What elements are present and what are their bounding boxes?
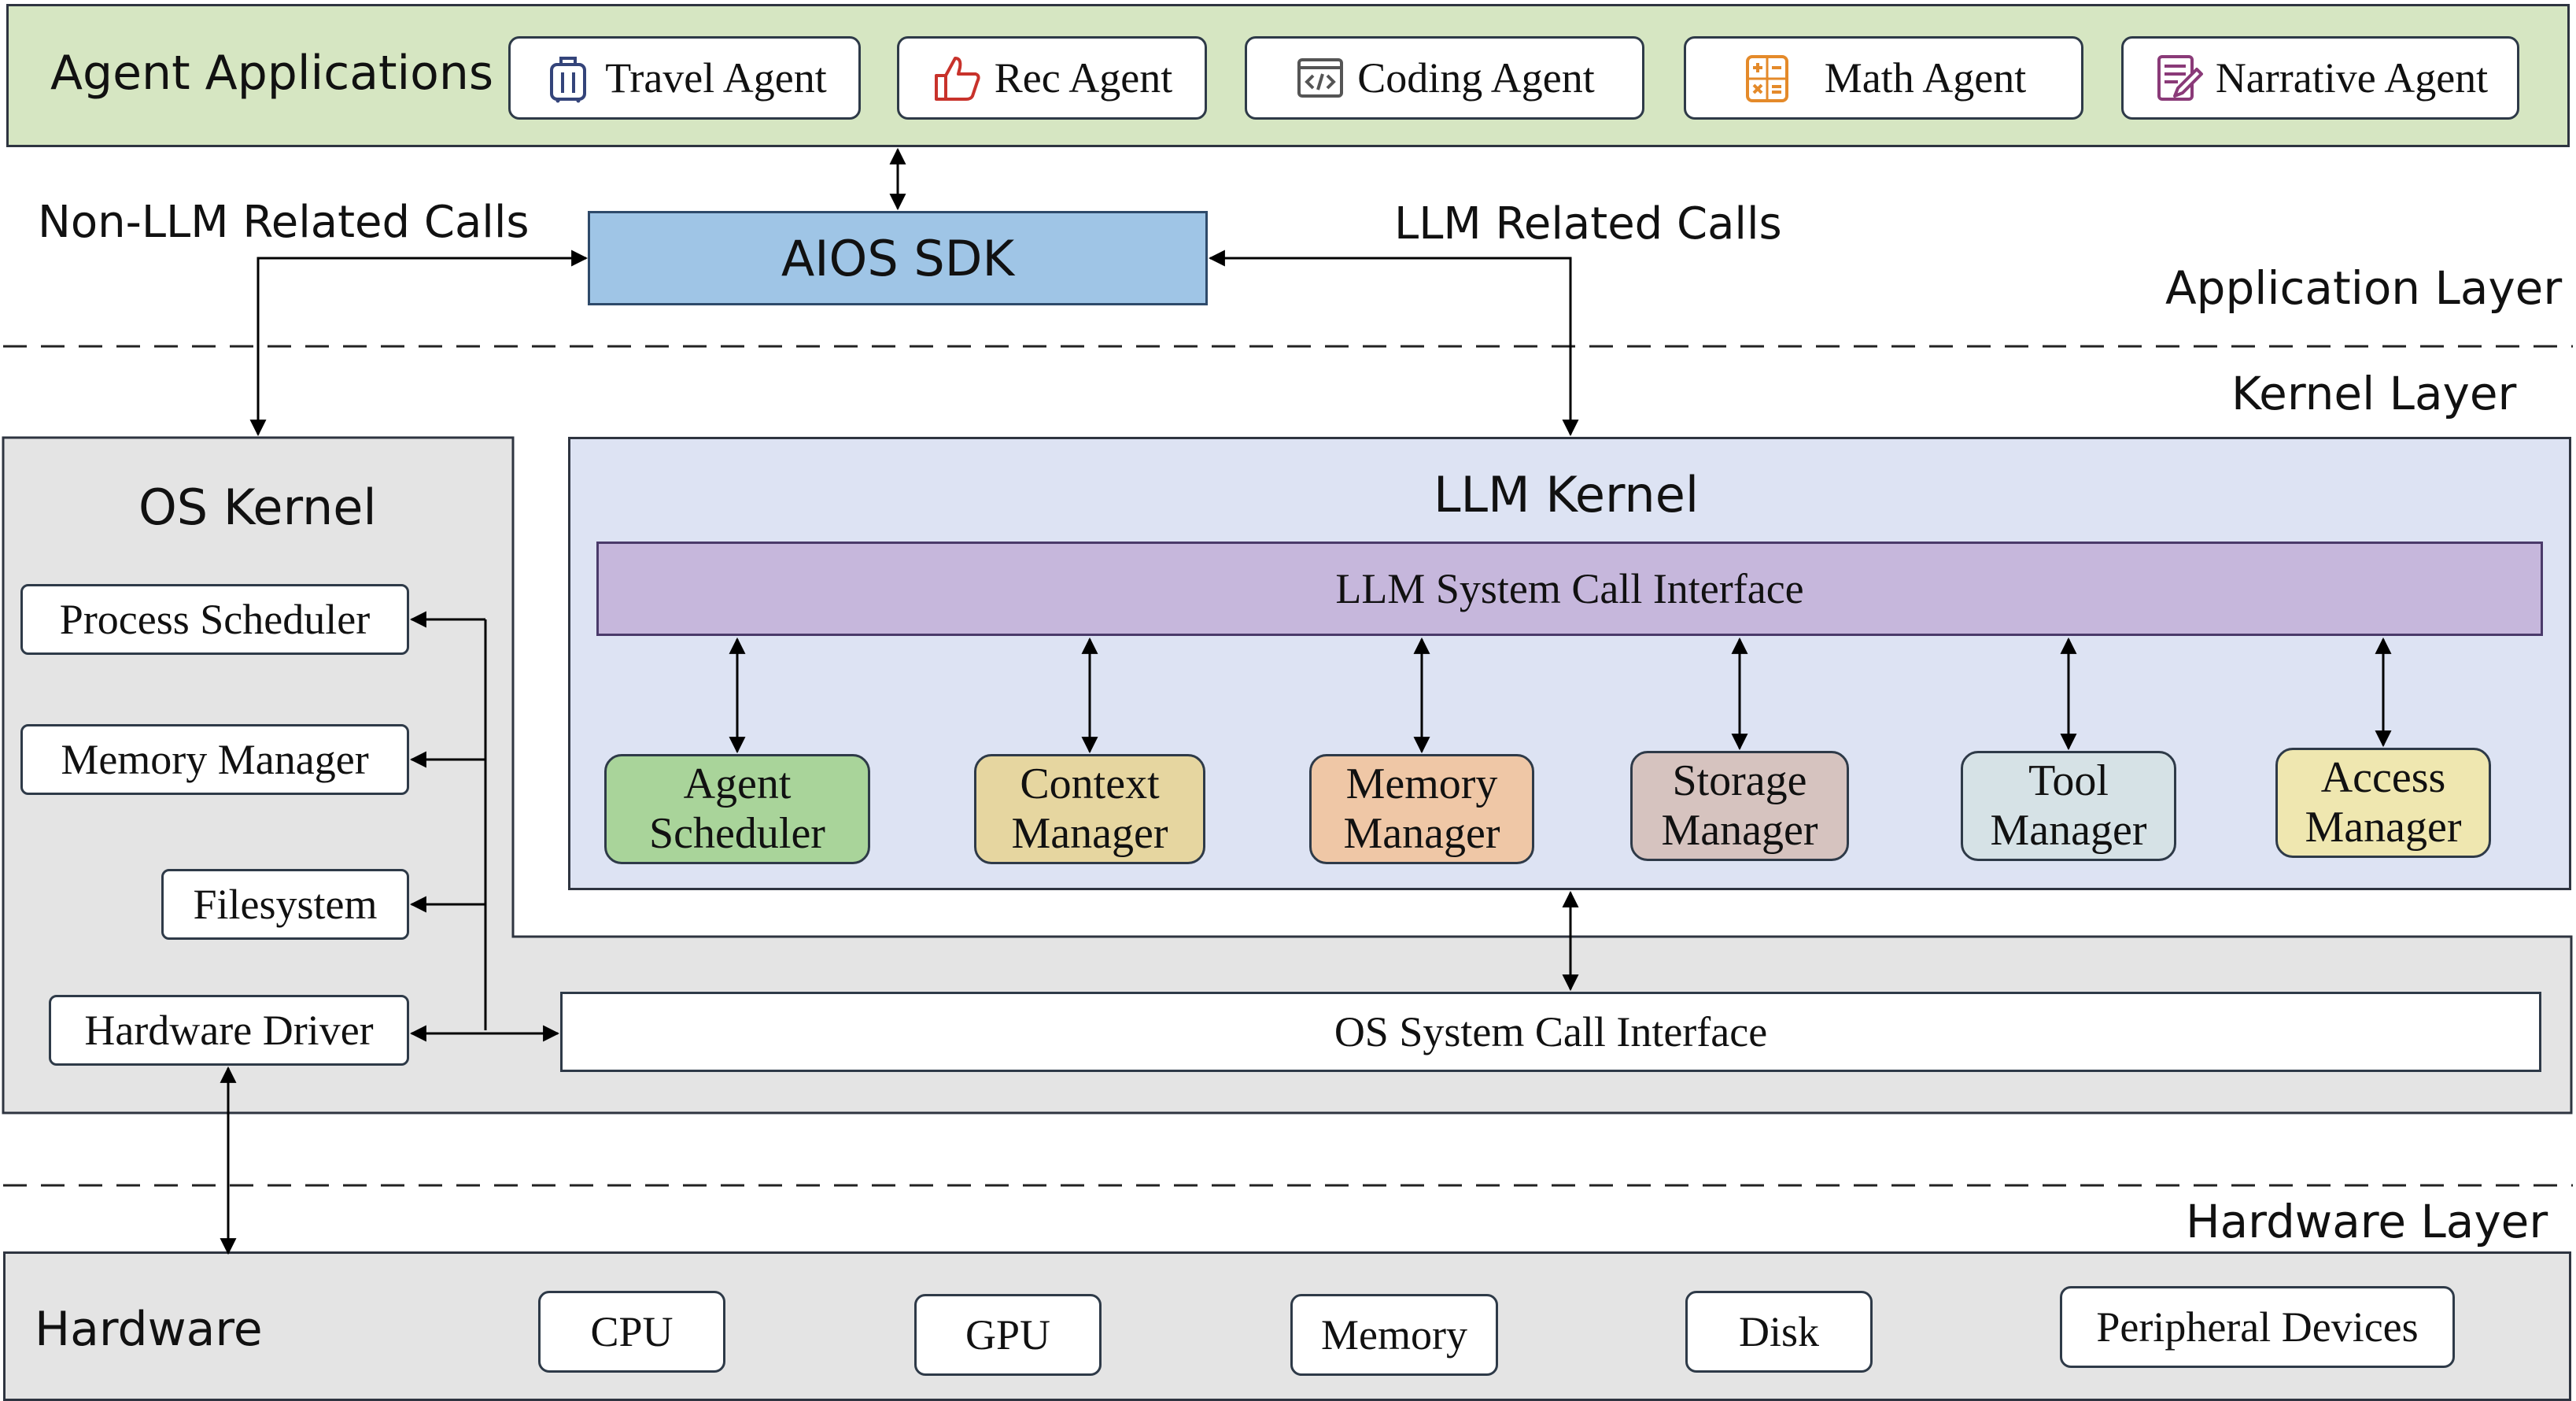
memory-manager-llm-module[interactable]: Memory Manager xyxy=(1309,754,1534,864)
filesystem-label: Filesystem xyxy=(193,881,378,928)
os-kernel-title: OS Kernel xyxy=(138,479,377,536)
rec-agent-label: Rec Agent xyxy=(994,54,1173,102)
aios-sdk-label: AIOS SDK xyxy=(781,229,1015,287)
os-system-call-interface[interactable]: OS System Call Interface xyxy=(560,992,2541,1072)
context-manager-module[interactable]: Context Manager xyxy=(974,754,1205,864)
non-llm-calls-label: Non-LLM Related Calls xyxy=(38,197,530,248)
access-manager-line1: Access xyxy=(2320,753,2446,803)
llm-system-call-interface[interactable]: LLM System Call Interface xyxy=(596,542,2543,636)
gpu-label: GPU xyxy=(965,1311,1051,1358)
llm-system-call-interface-label: LLM System Call Interface xyxy=(1335,565,1804,612)
agent-scheduler-text: Agent Scheduler xyxy=(649,760,825,858)
narrative-agent-button[interactable]: Narrative Agent xyxy=(2121,36,2519,120)
arrow-sdk-llm-kernel xyxy=(1208,250,1579,437)
aios-sdk-box[interactable]: AIOS SDK xyxy=(588,211,1208,305)
agent-scheduler-line1: Agent xyxy=(683,760,792,809)
hardware-driver-label: Hardware Driver xyxy=(84,1007,374,1054)
narrative-agent-label: Narrative Agent xyxy=(2215,54,2489,102)
memory-manager-llm-text: Memory Manager xyxy=(1343,760,1500,858)
memory-hw-box[interactable]: Memory xyxy=(1290,1294,1498,1376)
agent-scheduler-line2: Scheduler xyxy=(649,809,825,858)
process-scheduler-label: Process Scheduler xyxy=(59,596,371,643)
application-layer-label: Application Layer xyxy=(2165,261,2563,315)
disk-box[interactable]: Disk xyxy=(1685,1291,1873,1373)
tool-manager-line2: Manager xyxy=(1990,806,2147,855)
luggage-icon xyxy=(542,52,594,104)
travel-agent-button[interactable]: Travel Agent xyxy=(508,36,861,120)
disk-label: Disk xyxy=(1738,1308,1819,1355)
rec-agent-button[interactable]: Rec Agent xyxy=(897,36,1207,120)
context-manager-text: Context Manager xyxy=(1011,760,1168,858)
code-window-icon xyxy=(1294,52,1346,104)
access-manager-text: Access Manager xyxy=(2305,753,2461,852)
coding-agent-label: Coding Agent xyxy=(1357,54,1595,102)
tool-manager-module[interactable]: Tool Manager xyxy=(1961,751,2176,861)
storage-manager-line1: Storage xyxy=(1672,756,1807,806)
storage-manager-text: Storage Manager xyxy=(1661,756,1818,855)
storage-manager-module[interactable]: Storage Manager xyxy=(1630,751,1849,861)
hardware-title: Hardware xyxy=(35,1302,263,1357)
memory-manager-os-box[interactable]: Memory Manager xyxy=(20,724,409,795)
hardware-driver-box[interactable]: Hardware Driver xyxy=(49,995,409,1066)
kernel-layer-label: Kernel Layer xyxy=(2231,367,2517,420)
memory-manager-os-label: Memory Manager xyxy=(61,736,369,783)
peripheral-devices-box[interactable]: Peripheral Devices xyxy=(2060,1286,2455,1368)
thumbs-up-icon xyxy=(932,52,984,104)
tool-manager-line1: Tool xyxy=(2028,756,2109,806)
agent-applications-title: Agent Applications xyxy=(50,46,494,101)
peripheral-devices-label: Peripheral Devices xyxy=(2096,1303,2419,1351)
tool-manager-text: Tool Manager xyxy=(1990,756,2146,855)
storage-manager-line2: Manager xyxy=(1661,806,1818,855)
coding-agent-button[interactable]: Coding Agent xyxy=(1245,36,1644,120)
memory-manager-llm-line1: Memory xyxy=(1345,760,1498,809)
cpu-box[interactable]: CPU xyxy=(538,1291,725,1373)
gpu-box[interactable]: GPU xyxy=(914,1294,1102,1376)
access-manager-module[interactable]: Access Manager xyxy=(2275,748,2491,858)
arrow-sdk-os-kernel xyxy=(249,250,589,437)
llm-kernel-title: LLM Kernel xyxy=(1434,466,1699,523)
filesystem-box[interactable]: Filesystem xyxy=(161,869,409,940)
math-agent-button[interactable]: Math Agent xyxy=(1684,36,2083,120)
cpu-label: CPU xyxy=(590,1308,674,1355)
memory-manager-llm-line2: Manager xyxy=(1343,809,1500,858)
document-pen-icon xyxy=(2153,52,2205,104)
memory-hw-label: Memory xyxy=(1321,1311,1467,1358)
context-manager-line2: Manager xyxy=(1011,809,1168,858)
os-system-call-interface-label: OS System Call Interface xyxy=(1334,1008,1768,1055)
process-scheduler-box[interactable]: Process Scheduler xyxy=(20,584,409,655)
travel-agent-label: Travel Agent xyxy=(605,54,827,102)
context-manager-line1: Context xyxy=(1020,760,1160,809)
hardware-layer-label: Hardware Layer xyxy=(2186,1195,2548,1248)
llm-calls-label: LLM Related Calls xyxy=(1394,198,1782,250)
math-agent-label: Math Agent xyxy=(1824,54,2027,102)
calculator-icon xyxy=(1741,52,1793,104)
access-manager-line2: Manager xyxy=(2305,803,2462,852)
llm-kernel-region xyxy=(568,437,2571,890)
agent-scheduler-module[interactable]: Agent Scheduler xyxy=(604,754,870,864)
